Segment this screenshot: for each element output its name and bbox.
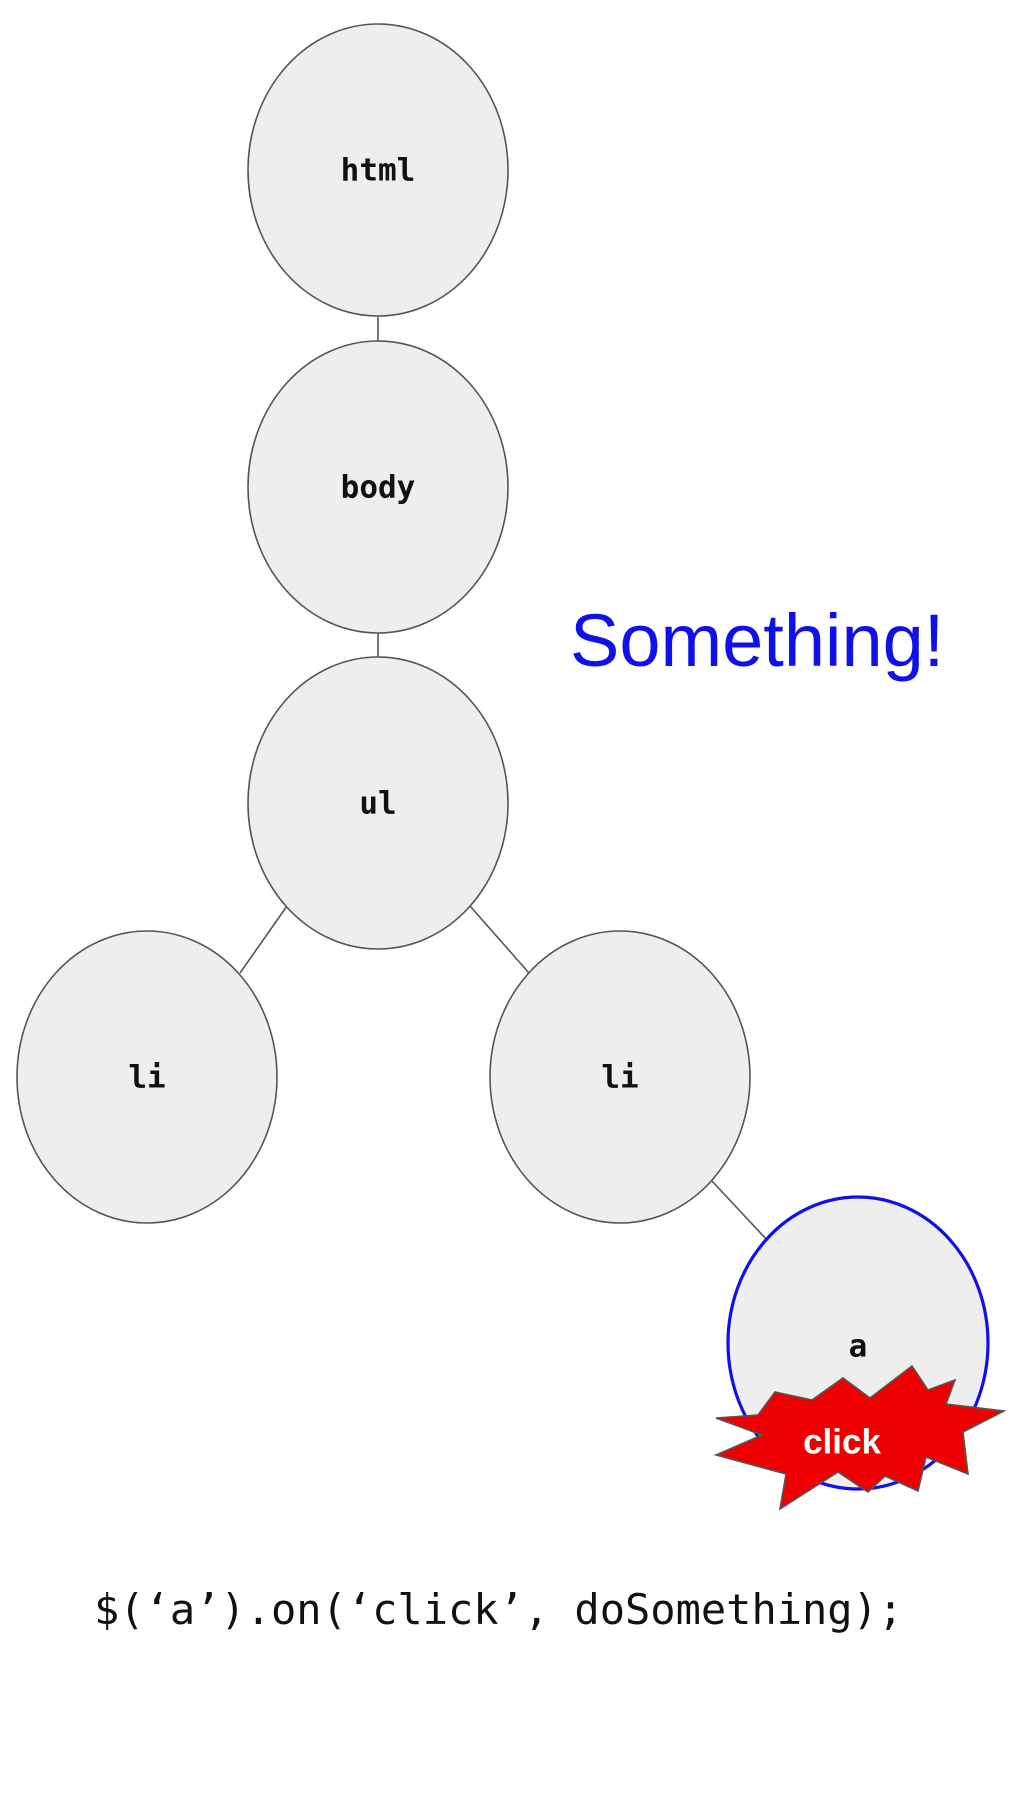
click-burst-label: click	[803, 1422, 881, 1461]
edge-ul-li-right	[469, 905, 530, 974]
click-burst-shape	[713, 1364, 1007, 1511]
node-html-label: html	[341, 153, 416, 189]
node-ul: ul	[247, 656, 509, 950]
node-li-right-label: li	[601, 1060, 638, 1096]
node-li-left-shape	[16, 930, 278, 1224]
node-li-right-shape	[489, 930, 751, 1224]
node-body-label: body	[341, 470, 416, 506]
node-li-left: li	[16, 930, 278, 1224]
node-html-shape	[247, 23, 509, 317]
node-a-label: a	[849, 1329, 868, 1365]
node-ul-shape	[247, 656, 509, 950]
node-body-shape	[247, 340, 509, 634]
node-html: html	[247, 23, 509, 317]
node-body: body	[247, 340, 509, 634]
click-burst: click	[713, 1364, 1007, 1511]
edge-ul-li-left	[239, 905, 288, 974]
callout-something: Something!	[570, 599, 944, 682]
edge-li-right-a	[710, 1179, 769, 1242]
node-li-right: li	[489, 930, 751, 1224]
node-li-left-label: li	[128, 1060, 165, 1096]
node-ul-label: ul	[359, 786, 396, 822]
code-snippet: $(‘a’).on(‘click’, doSomething);	[94, 1585, 903, 1634]
